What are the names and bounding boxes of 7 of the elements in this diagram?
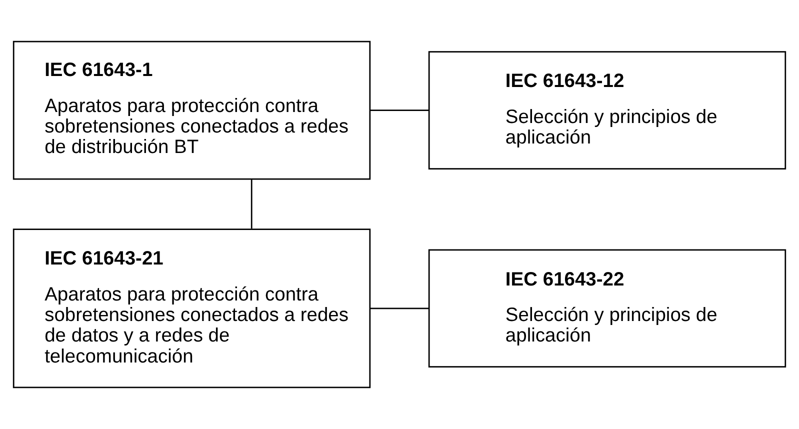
node-box: IEC 61643-22 Selección y principios de aplicación xyxy=(428,249,786,368)
node-box: IEC 61643-12 Selección y principios de aplicación xyxy=(428,51,786,170)
node-box: IEC 61643-21 Aparatos para protección contra sobretensiones conectados a redes de datos y a redes de telecomunicación xyxy=(12,228,371,388)
connector xyxy=(370,308,429,310)
connector xyxy=(250,180,252,229)
node-box: IEC 61643-1 Aparatos para protección contra sobretensiones conectados a redes de distribución BT xyxy=(12,40,371,180)
connector xyxy=(370,110,429,111)
